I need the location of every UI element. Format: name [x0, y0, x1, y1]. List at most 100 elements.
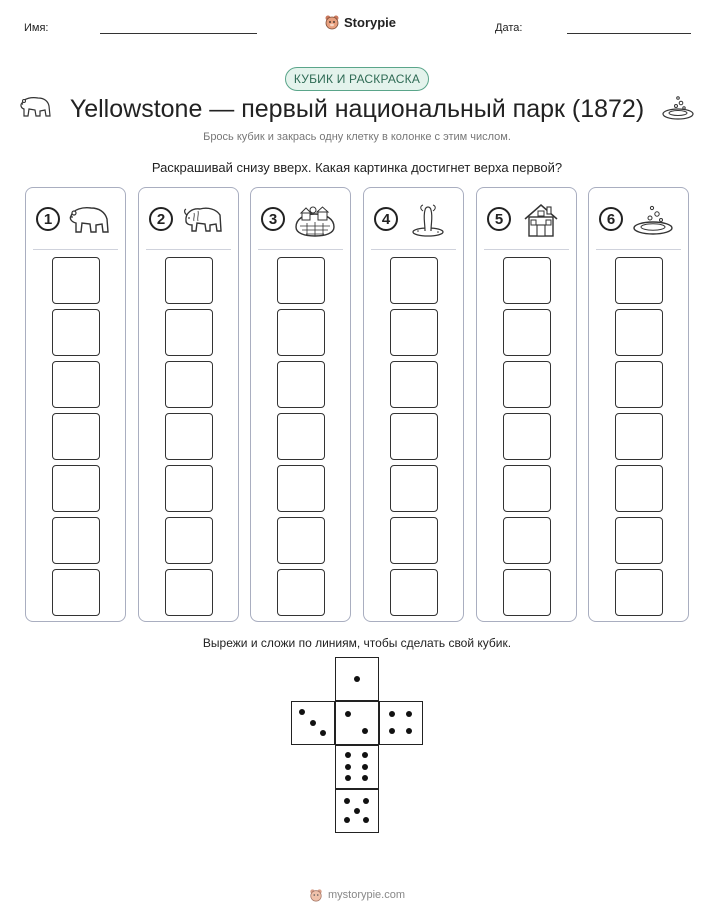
die-pip [361, 763, 368, 770]
die-pip [361, 752, 368, 759]
die-pip [389, 727, 396, 734]
color-cell[interactable] [165, 465, 213, 512]
color-cell[interactable] [503, 569, 551, 616]
subtitle: Брось кубик и закрась одну клетку в коло… [203, 131, 511, 143]
die-face-3 [291, 701, 335, 745]
die-face-5 [335, 789, 379, 833]
column-3: 3 [250, 187, 351, 622]
color-cell[interactable] [52, 517, 100, 564]
color-cell[interactable] [390, 361, 438, 408]
hot-spring-icon [662, 96, 694, 120]
page-title: Yellowstone — первый национальный парк (… [69, 95, 645, 123]
color-cell[interactable] [277, 361, 325, 408]
die-pip [344, 798, 351, 805]
house-icon [524, 204, 558, 237]
column-number: 5 [487, 207, 511, 231]
die-face-1 [335, 657, 379, 701]
column-number: 2 [149, 207, 173, 231]
color-cell[interactable] [503, 517, 551, 564]
footer-url: mystorypie.com [327, 889, 406, 901]
color-cell[interactable] [390, 465, 438, 512]
name-label: Имя: [24, 22, 49, 34]
color-cell[interactable] [165, 361, 213, 408]
column-number: 4 [374, 207, 398, 231]
color-cell[interactable] [615, 413, 663, 460]
color-cell[interactable] [52, 257, 100, 304]
die-pip [345, 763, 352, 770]
date-line [567, 33, 691, 34]
column-divider [258, 249, 343, 250]
color-cell[interactable] [390, 569, 438, 616]
color-cell[interactable] [52, 413, 100, 460]
color-cell[interactable] [277, 569, 325, 616]
die-face-2 [335, 701, 379, 745]
column-2: 2 [138, 187, 239, 622]
column-number: 6 [599, 207, 623, 231]
die-pip [405, 727, 412, 734]
color-cell[interactable] [503, 413, 551, 460]
column-4: 4 [363, 187, 464, 622]
column-number: 3 [261, 207, 285, 231]
bear-icon [69, 207, 109, 233]
die-pip [361, 727, 368, 734]
hot-spring-icon [633, 205, 673, 235]
color-cell[interactable] [390, 257, 438, 304]
bear-icon [20, 97, 51, 117]
color-cell[interactable] [503, 257, 551, 304]
color-cell[interactable] [277, 309, 325, 356]
color-cell[interactable] [615, 517, 663, 564]
die-pip [353, 675, 360, 682]
cut-instruction: Вырежи и сложи по линиям, чтобы сделать … [202, 636, 512, 650]
name-line [100, 33, 257, 34]
footer: mystorypie.com [0, 888, 714, 902]
brand-logo: Storypie [324, 14, 396, 30]
color-cell[interactable] [390, 517, 438, 564]
die-pip [353, 807, 360, 814]
column-divider [33, 249, 118, 250]
color-cell[interactable] [503, 465, 551, 512]
color-cell[interactable] [615, 257, 663, 304]
color-cell[interactable] [165, 517, 213, 564]
color-cell[interactable] [615, 361, 663, 408]
storypie-mascot-icon [310, 889, 322, 902]
die-face-6 [335, 745, 379, 789]
color-cell[interactable] [52, 309, 100, 356]
die-face-4 [379, 701, 423, 745]
column-1: 1 [25, 187, 126, 622]
color-cell[interactable] [503, 309, 551, 356]
die-pip [299, 709, 306, 716]
color-cell[interactable] [390, 309, 438, 356]
village-icon [295, 206, 335, 237]
color-cell[interactable] [165, 257, 213, 304]
color-cell[interactable] [615, 309, 663, 356]
die-pip [362, 798, 369, 805]
column-divider [371, 249, 456, 250]
color-cell[interactable] [615, 465, 663, 512]
die-pip [362, 816, 369, 823]
die-pip [361, 774, 368, 781]
bison-icon [184, 207, 222, 232]
brand-name: Storypie [344, 14, 397, 30]
color-cell[interactable] [615, 569, 663, 616]
color-cell[interactable] [165, 309, 213, 356]
date-label: Дата: [495, 22, 523, 34]
column-number: 1 [36, 207, 60, 231]
color-cell[interactable] [390, 413, 438, 460]
color-cell[interactable] [277, 413, 325, 460]
column-6: 6 [588, 187, 689, 622]
die-pip [344, 816, 351, 823]
die-pip [319, 729, 326, 736]
color-cell[interactable] [165, 569, 213, 616]
color-cell[interactable] [277, 465, 325, 512]
color-cell[interactable] [52, 569, 100, 616]
die-pip [345, 752, 352, 759]
instruction: Раскрашивай снизу вверх. Какая картинка … [151, 160, 563, 175]
color-cell[interactable] [503, 361, 551, 408]
color-cell[interactable] [52, 361, 100, 408]
color-cell[interactable] [277, 257, 325, 304]
color-cell[interactable] [277, 517, 325, 564]
color-cell[interactable] [52, 465, 100, 512]
color-cell[interactable] [165, 413, 213, 460]
storypie-mascot-icon [325, 15, 339, 30]
die-pip [389, 711, 396, 718]
